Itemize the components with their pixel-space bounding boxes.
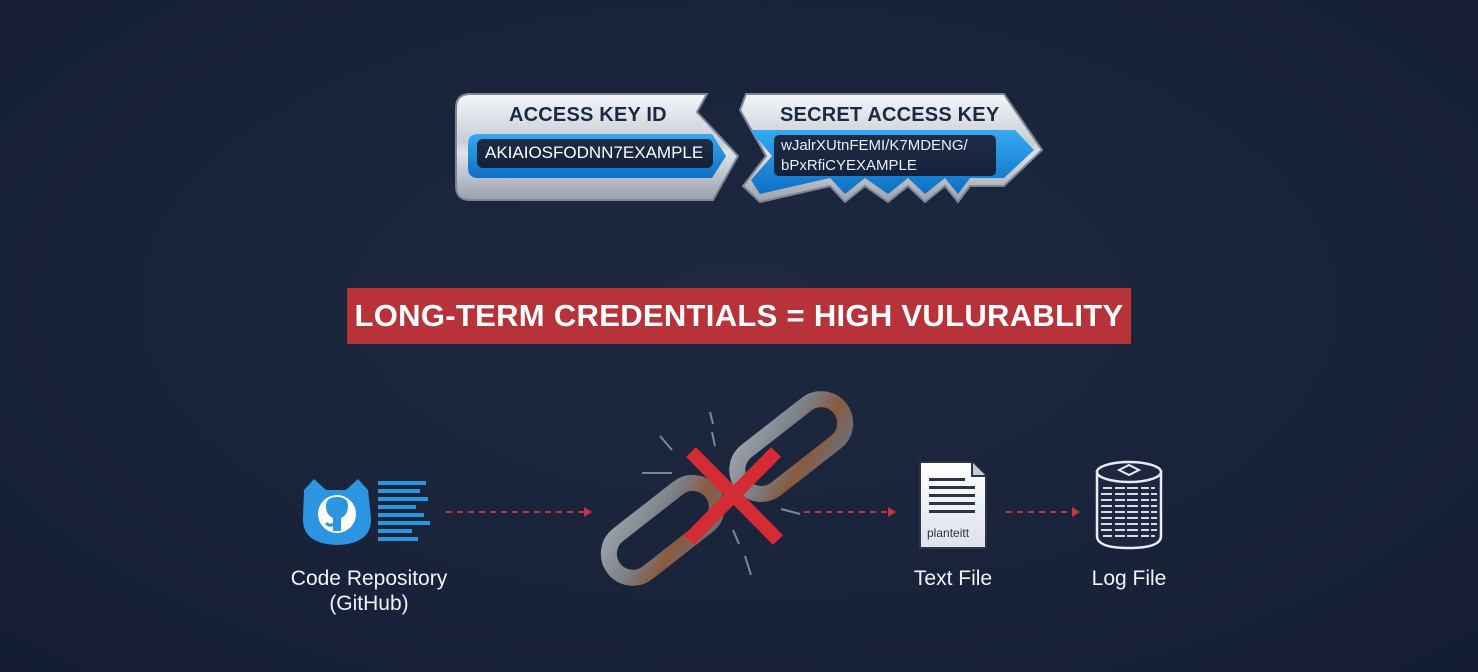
code-lines-icon — [378, 481, 430, 541]
arrow-textfile-to-logfile — [1006, 507, 1080, 517]
secret-key-title: SECRET ACCESS KEY — [780, 104, 1000, 126]
access-key-shape — [455, 93, 740, 201]
secret-key-value-line1: wJalrXUtnFEMI/K7MDENG/ — [781, 137, 968, 154]
secret-key-value-line2: bPxRfiCYEXAMPLE — [781, 157, 917, 174]
secret-key-value: wJalrXUtnFEMI/K7MDENG/ bPxRfiCYEXAMPLE — [781, 136, 968, 176]
secret-key-shape — [738, 93, 1044, 204]
warning-banner-text: LONG-TERM CREDENTIALS = HIGH VULURABLITY — [354, 298, 1124, 333]
warning-banner: LONG-TERM CREDENTIALS = HIGH VULURABLITY — [347, 288, 1131, 344]
repo-caption-line2: (GitHub) — [329, 592, 409, 615]
textfile-caption: Text File — [913, 567, 993, 590]
logfile-caption: Log File — [1091, 567, 1167, 590]
database-icon — [1095, 460, 1163, 550]
github-octocat-icon — [302, 479, 372, 545]
access-key-value-panel — [477, 139, 713, 168]
repo-caption: Code Repository (GitHub) — [279, 566, 459, 616]
secret-key-value-panel — [774, 135, 996, 176]
document-text: planteitt — [927, 526, 970, 540]
arrow-repo-to-chain — [446, 507, 592, 517]
access-key-value: AKIAIOSFODNN7EXAMPLE — [485, 143, 704, 162]
broken-chain-icon — [600, 391, 854, 586]
access-key-title: ACCESS KEY ID — [509, 104, 667, 126]
arrow-chain-to-textfile — [804, 507, 896, 517]
repo-caption-line1: Code Repository — [290, 567, 448, 590]
document-icon — [919, 461, 987, 549]
